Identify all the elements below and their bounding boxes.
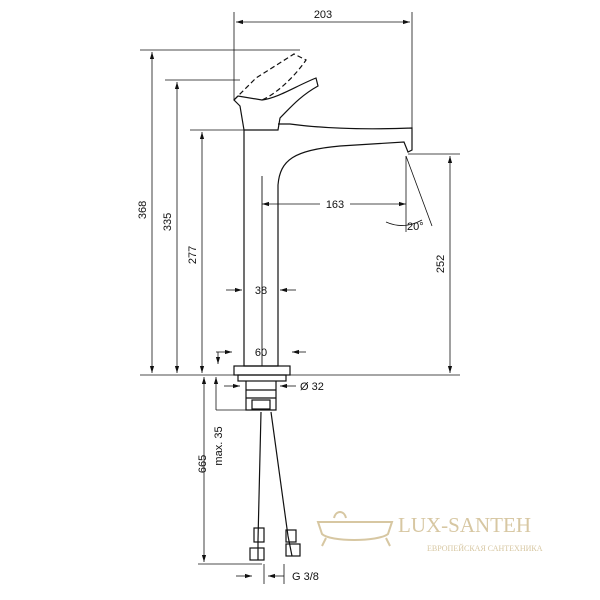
dim-height-total: 368 — [137, 201, 149, 219]
dim-height-lever: 335 — [162, 213, 174, 231]
supply-hose-left — [257, 411, 262, 560]
watermark-tagline: ЕВРОПЕЙСКАЯ САНТЕХНИКА — [427, 544, 543, 553]
dimension-lines — [140, 12, 460, 584]
bathtub-logo-icon — [316, 511, 394, 547]
dim-body-width: 38 — [255, 285, 267, 297]
threaded-stud — [245, 381, 277, 411]
spout — [277, 123, 413, 186]
watermark: LUX-SANTEH ЕВРОПЕЙСКАЯ САНТЕХНИКА — [316, 511, 543, 553]
faucet-body — [243, 130, 279, 367]
supply-hose-right — [270, 411, 293, 557]
lever-open-position — [233, 53, 307, 101]
dim-thickness-max: max. 35 — [213, 426, 225, 465]
dim-width-total: 203 — [314, 9, 332, 21]
faucet-outline — [233, 53, 413, 561]
dim-base-diameter: Ø 32 — [300, 381, 324, 393]
lever-handle — [233, 77, 319, 131]
faucet-base — [233, 365, 291, 376]
watermark-brand: LUX-SANTEH — [398, 513, 531, 537]
dim-height-body: 277 — [187, 246, 199, 264]
dim-hose-length: 665 — [197, 455, 209, 473]
dim-spout-reach: 163 — [326, 199, 344, 211]
dim-thread: G 3/8 — [292, 571, 319, 583]
dim-base-width: 60 — [255, 347, 267, 359]
dim-spout-angle: 20° — [407, 221, 424, 233]
dim-spout-height: 252 — [435, 255, 447, 273]
